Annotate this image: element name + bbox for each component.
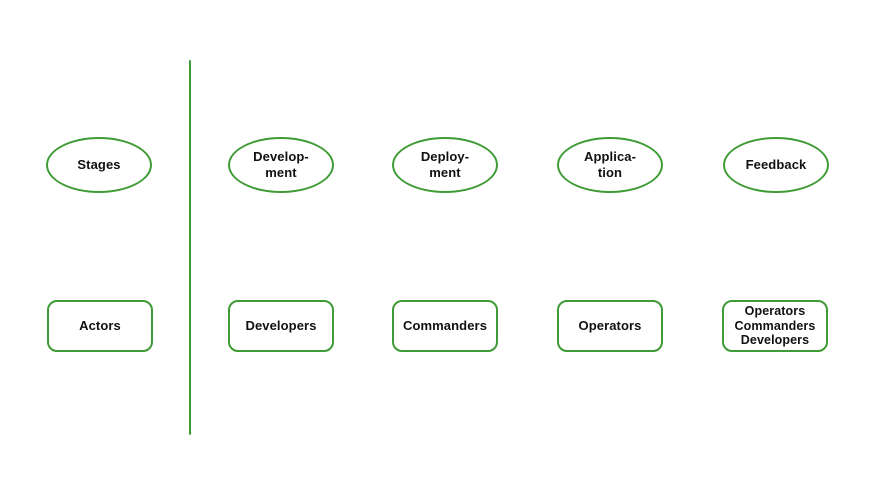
actors-legend-box: Actors: [47, 300, 153, 352]
actors-legend-label: Actors: [79, 317, 121, 333]
stage-development-ellipse: Develop- ment: [228, 137, 334, 193]
actor-commanders-box: Commanders: [392, 300, 498, 352]
stage-application-label: Applica- tion: [583, 148, 637, 180]
actor-developers-box: Developers: [228, 300, 334, 352]
stages-legend-ellipse: Stages: [46, 137, 152, 193]
stage-development-label: Develop- ment: [253, 148, 309, 180]
stages-legend-label: Stages: [77, 156, 121, 172]
actor-commanders-label: Commanders: [402, 317, 488, 333]
actor-operators-label: Operators: [578, 317, 642, 333]
stage-feedback-ellipse: Feedback: [723, 137, 829, 193]
actor-developers-label: Developers: [245, 317, 317, 333]
stage-application-ellipse: Applica- tion: [557, 137, 663, 193]
stage-feedback-label: Feedback: [745, 156, 807, 172]
stage-deployment-ellipse: Deploy- ment: [392, 137, 498, 193]
actor-operators-box: Operators: [557, 300, 663, 352]
legend-divider-line: [189, 60, 191, 435]
actor-all-roles-label: Operators Commanders Developers: [734, 303, 816, 348]
actor-all-roles-box: Operators Commanders Developers: [722, 300, 828, 352]
stage-deployment-label: Deploy- ment: [420, 148, 470, 180]
